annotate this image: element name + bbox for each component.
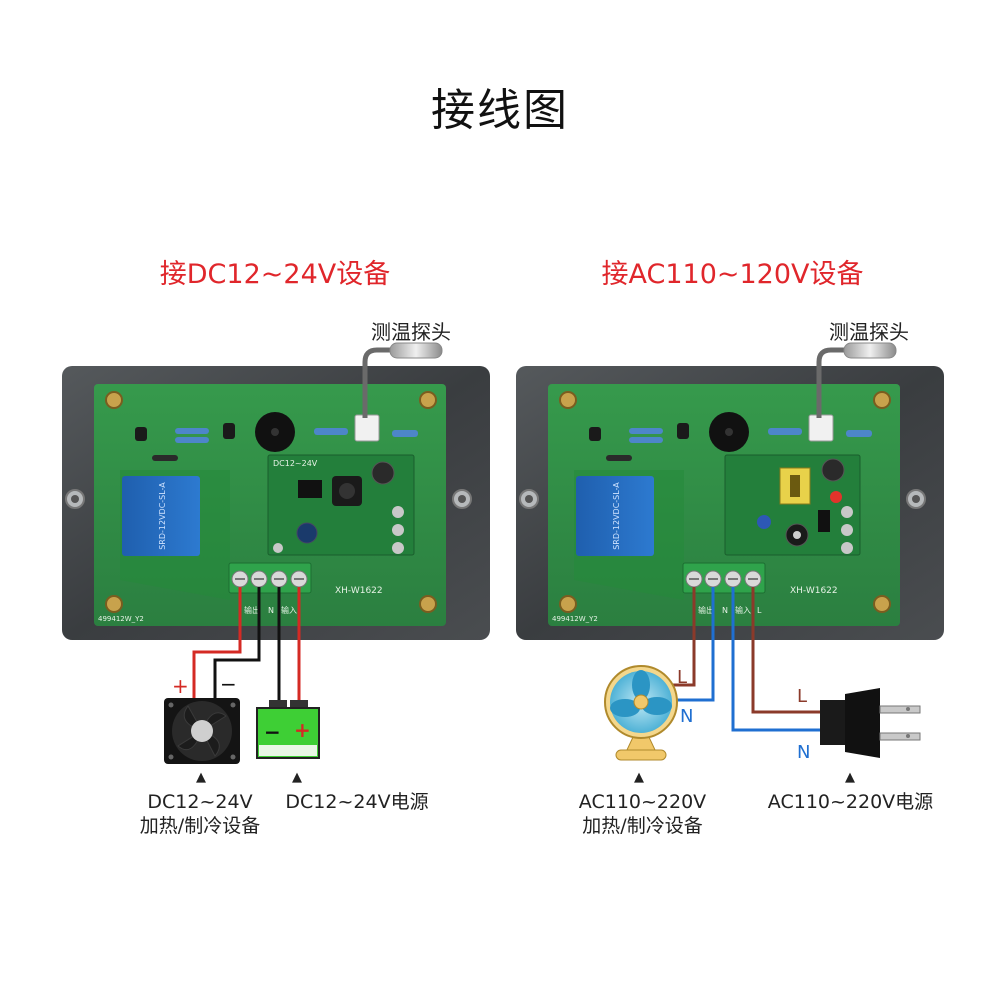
right-device-caption: AC110~220V 加热/制冷设备 — [545, 790, 740, 838]
right-device-caption-line1: AC110~220V — [578, 791, 707, 813]
fan-minus-sign: − — [220, 672, 237, 696]
left-module-label: DC12~24V — [273, 459, 318, 468]
svg-text:SRD-12VDC-SL-A: SRD-12VDC-SL-A — [158, 482, 167, 550]
left-thermometer-probe-icon — [362, 342, 443, 418]
right-model-label: XH-W1622 — [790, 586, 838, 596]
left-section-heading: 接DC12~24V设备 — [159, 259, 391, 290]
right-relay: SRD-12VDC-SL-A — [576, 476, 654, 556]
up-triangle-icon: ▲ — [196, 770, 206, 785]
svg-text:SRD-12VDC-SL-A: SRD-12VDC-SL-A — [612, 482, 621, 550]
right-power-caption: AC110~220V电源 — [767, 791, 934, 813]
right-small-components — [589, 412, 872, 461]
left-board-code: 499412W_Y2 — [98, 615, 144, 623]
up-triangle-icon: ▲ — [634, 770, 644, 785]
right-terminal-in-label: 输入 — [735, 605, 751, 615]
right-thermometer-probe-icon — [816, 342, 897, 418]
page-title: 接线图 — [431, 85, 569, 136]
fan-wire-n-label: N — [680, 706, 694, 727]
fan-plus-sign: + — [172, 674, 189, 698]
right-ac-module — [724, 454, 861, 556]
up-triangle-icon: ▲ — [292, 770, 302, 785]
plug-wire-n-label: N — [797, 742, 811, 763]
left-relay: SRD-12VDC-SL-A — [122, 476, 200, 556]
left-terminal-in-label: 输入 — [281, 605, 297, 615]
right-device-caption-line2: 加热/制冷设备 — [582, 815, 703, 837]
left-device-caption: DC12~24V 加热/制冷设备 — [100, 790, 300, 838]
battery-plus-sign: + — [294, 718, 311, 742]
plug-wire-l-label: L — [797, 686, 808, 707]
left-terminal-n-label: N — [268, 606, 274, 615]
left-terminal-block — [228, 562, 312, 594]
right-board: SRD-12VDC-SL-A — [516, 342, 944, 640]
desk-fan-icon — [604, 665, 678, 761]
right-section-heading: 接AC110~120V设备 — [601, 259, 864, 290]
left-terminal-out-label: 输出 — [244, 605, 260, 615]
left-dc-module: DC12~24V — [267, 454, 415, 556]
right-terminal-l-label: L — [757, 606, 762, 615]
right-terminal-out-label: 输出 — [698, 605, 714, 615]
right-board-code: 499412W_Y2 — [552, 615, 598, 623]
left-device-caption-line2: 加热/制冷设备 — [139, 815, 261, 837]
fan-wire-l-label: L — [677, 667, 688, 688]
left-device-caption-line1: DC12~24V — [147, 791, 253, 813]
right-probe-label: 测温探头 — [829, 320, 909, 344]
left-probe-label: 测温探头 — [371, 320, 451, 344]
battery-minus-sign: − — [264, 720, 281, 744]
fan-icon — [164, 698, 240, 764]
left-power-caption: DC12~24V电源 — [285, 791, 429, 813]
left-model-label: XH-W1622 — [335, 586, 383, 596]
right-terminal-n-label: N — [722, 606, 728, 615]
left-small-components — [135, 412, 418, 461]
battery-icon — [256, 700, 320, 759]
power-plug-icon — [820, 688, 921, 758]
up-triangle-icon: ▲ — [845, 770, 855, 785]
right-terminal-block — [682, 562, 766, 594]
left-wires — [192, 587, 301, 705]
left-board: SRD-12VDC-SL-A DC12~24V — [62, 342, 490, 640]
